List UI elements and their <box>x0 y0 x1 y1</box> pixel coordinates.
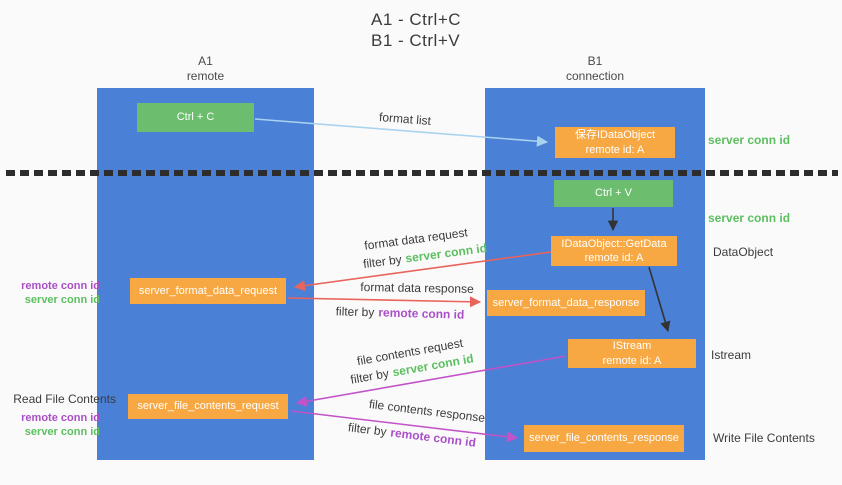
lane-b1-subtitle: connection <box>565 69 625 83</box>
node-server-file-contents-response-label: server_file_contents_response <box>529 432 679 445</box>
lane-b1-title: B1 <box>587 54 603 68</box>
node-ctrl-v-label: Ctrl + V <box>595 187 632 200</box>
node-server-format-data-request-label: server_format_data_request <box>138 284 278 297</box>
node-server-format-data-response-label: server_format_data_response <box>492 296 640 309</box>
label-filter-prefix-3: filter by <box>349 366 390 387</box>
label-file-contents-response: file contents response <box>368 396 486 426</box>
label-istream: Istream <box>711 348 752 362</box>
node-ctrl-v: Ctrl + V <box>554 180 673 207</box>
node-server-file-contents-request-label: server_file_contents_request <box>137 400 279 413</box>
lane-a1-title: A1 <box>198 54 213 68</box>
node-server-file-contents-response: server_file_contents_response <box>524 425 684 452</box>
node-server-format-data-request: server_format_data_request <box>130 278 286 304</box>
node-istream: IStream remote id: A <box>568 339 696 368</box>
title-line-2: B1 - Ctrl+V <box>371 31 461 50</box>
format-data-response-arrow <box>287 296 482 308</box>
node-istream-line2: remote id: A <box>602 354 662 367</box>
node-idataobject-getdata-line1: IDataObject::GetData <box>561 237 667 250</box>
label-server-conn-id-left-2: server conn id <box>24 426 100 438</box>
node-istream-line1: IStream <box>612 340 652 353</box>
label-format-list: format list <box>378 109 432 129</box>
node-idataobject-getdata: IDataObject::GetData remote id: A <box>551 236 677 266</box>
label-filter-prefix-2: filter by <box>335 304 375 320</box>
node-save-idataobject-line2: remote id: A <box>585 143 645 156</box>
label-remote-conn-id-2: remote conn id <box>21 412 100 424</box>
label-filter-prefix-1: filter by <box>362 252 403 272</box>
label-filter-prefix-4: filter by <box>347 420 388 439</box>
label-filter-highlight-2: remote conn id <box>378 305 465 322</box>
node-server-format-data-response: server_format_data_response <box>487 290 645 316</box>
node-ctrl-c: Ctrl + C <box>137 103 254 132</box>
label-server-conn-id-top: server conn id <box>708 133 791 147</box>
node-ctrl-c-label: Ctrl + C <box>176 111 215 124</box>
label-filter-highlight-4: remote conn id <box>389 425 477 450</box>
label-conn-ids-1: remote conn id server conn id <box>6 279 100 307</box>
session-divider-dotted-line <box>6 170 838 176</box>
label-server-conn-id-mid: server conn id <box>708 211 791 225</box>
lane-header-a1: A1 remote <box>97 54 314 84</box>
label-write-file-contents: Write File Contents <box>713 431 815 445</box>
node-idataobject-getdata-line2: remote id: A <box>584 252 644 264</box>
diagram-title: A1 - Ctrl+C B1 - Ctrl+V <box>371 9 461 51</box>
label-dataobject: DataObject <box>713 245 774 259</box>
label-server-conn-id-left-1: server conn id <box>24 294 100 306</box>
title-line-1: A1 - Ctrl+C <box>371 10 462 29</box>
label-format-data-response: format data response <box>360 280 474 296</box>
lane-a1-subtitle: remote <box>186 69 225 83</box>
node-save-idataobject-line1: 保存IDataObject <box>574 129 656 142</box>
label-read-file-contents: Read File Contents <box>13 392 116 406</box>
label-conn-ids-2: remote conn id server conn id <box>6 411 100 439</box>
node-server-file-contents-request: server_file_contents_request <box>128 394 288 419</box>
lane-header-b1: B1 connection <box>485 54 705 84</box>
node-save-idataobject: 保存IDataObject remote id: A <box>555 127 675 158</box>
label-remote-conn-id-1: remote conn id <box>21 280 100 292</box>
